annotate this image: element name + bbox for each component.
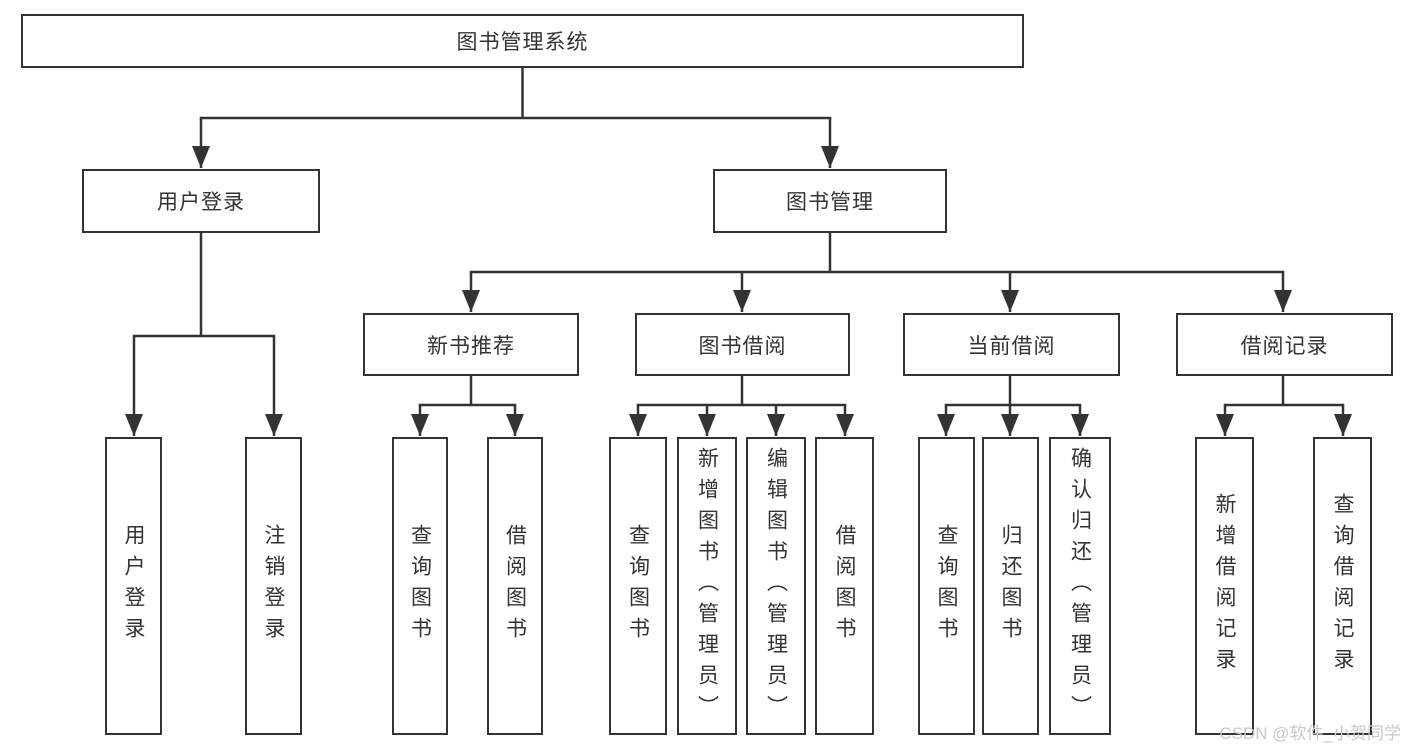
node-label: 借阅图书 xyxy=(833,524,856,648)
node-label: 新书推荐 xyxy=(427,334,515,358)
node-book-borrowing: 图书借阅 xyxy=(635,313,850,376)
node-label: 图书借阅 xyxy=(698,334,787,358)
node-label: 图书管理 xyxy=(786,191,874,214)
node-leaf-add-borrow-record: 新增借阅记录 xyxy=(1195,437,1254,735)
node-current-borrowing: 当前借阅 xyxy=(903,313,1120,376)
node-label: 编辑图书（管理员） xyxy=(764,446,788,726)
node-label: 借阅图书 xyxy=(503,524,527,648)
node-leaf-query-books-current: 查询图书 xyxy=(918,437,975,735)
node-leaf-edit-books-admin: 编辑图书（管理员） xyxy=(746,437,806,735)
node-leaf-borrow-books: 借阅图书 xyxy=(815,437,874,735)
node-leaf-user-login: 用户登录 xyxy=(105,437,162,735)
node-leaf-borrow-books-recommend: 借阅图书 xyxy=(487,437,543,735)
node-book-management: 图书管理 xyxy=(713,169,947,233)
node-leaf-confirm-return-admin: 确认归还（管理员） xyxy=(1049,437,1111,735)
node-borrowing-records: 借阅记录 xyxy=(1176,313,1393,376)
node-label: 查询图书 xyxy=(935,524,958,648)
csdn-watermark: CSDN @软件_小贺同学 xyxy=(1219,724,1401,743)
node-leaf-add-books-admin: 新增图书（管理员） xyxy=(677,437,737,735)
node-label: 借阅记录 xyxy=(1240,334,1329,358)
node-user-login: 用户登录 xyxy=(82,169,320,233)
node-label: 注销登录 xyxy=(262,524,285,648)
node-leaf-query-borrow-record: 查询借阅记录 xyxy=(1313,437,1372,735)
node-label: 查询借阅记录 xyxy=(1331,493,1354,679)
node-label: 新增图书（管理员） xyxy=(695,446,719,726)
node-new-book-recommend: 新书推荐 xyxy=(363,313,579,376)
node-label: 图书管理系统 xyxy=(456,31,589,54)
node-leaf-logout: 注销登录 xyxy=(245,437,302,735)
node-label: 查询图书 xyxy=(408,524,432,648)
node-label: 确认归还（管理员） xyxy=(1068,446,1092,726)
node-label: 归还图书 xyxy=(999,524,1022,648)
node-leaf-query-books-borrow: 查询图书 xyxy=(609,437,667,735)
node-label: 当前借阅 xyxy=(967,334,1056,358)
node-leaf-query-books-recommend: 查询图书 xyxy=(392,437,448,735)
node-label: 查询图书 xyxy=(626,524,650,648)
node-library-management-system: 图书管理系统 xyxy=(21,14,1024,68)
node-label: 用户登录 xyxy=(157,191,245,214)
node-leaf-return-books: 归还图书 xyxy=(982,437,1039,735)
node-label: 新增借阅记录 xyxy=(1213,493,1236,679)
node-label: 用户登录 xyxy=(122,524,145,648)
arrowheads xyxy=(125,118,1352,436)
tree-branch-lines xyxy=(132,66,1345,407)
